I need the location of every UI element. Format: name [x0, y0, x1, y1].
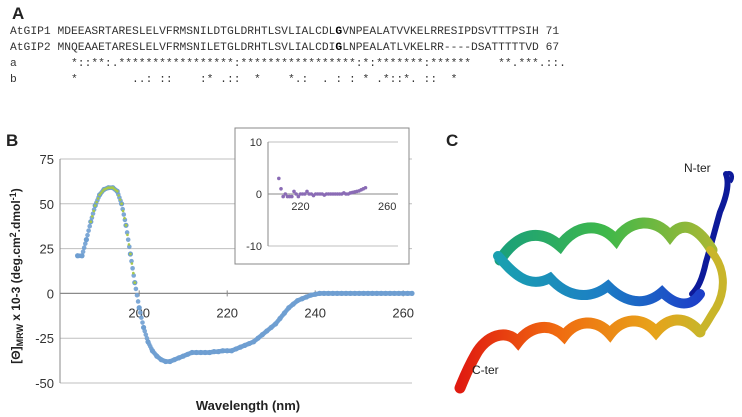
inset-point: [279, 187, 283, 191]
inset-x-tick-label: 220: [291, 201, 309, 213]
main-y-tick-labels: 75 50 25 0 -25 -50: [35, 152, 54, 391]
measured-point: [81, 245, 87, 251]
measured-point: [139, 315, 144, 320]
fit-point: [126, 233, 129, 237]
fit-point: [133, 281, 137, 285]
inset-point: [292, 189, 296, 194]
inset-x-tick-label: 260: [378, 201, 396, 213]
inset-y-tick-label: 10: [250, 137, 262, 149]
measured-point: [83, 241, 88, 246]
measured-point: [409, 290, 415, 296]
y-axis-label: [Θ]MRW x 10-3 (deg.cm2.dmol-1): [8, 188, 25, 363]
measured-point: [90, 211, 96, 216]
measured-point: [127, 244, 132, 250]
inset-x-tick-labels: 220 260: [291, 201, 396, 213]
measured-point: [79, 253, 85, 259]
fit-point: [101, 189, 104, 193]
main-y-tick-label: -25: [35, 331, 54, 346]
main-x-tick-label: 260: [392, 305, 414, 320]
fit-point: [124, 223, 128, 227]
inset-point: [283, 192, 288, 196]
fit-point: [89, 220, 93, 224]
measured-point: [131, 273, 136, 278]
inset-frame: [234, 127, 410, 265]
measured-point: [133, 286, 139, 292]
fit-point: [92, 209, 96, 213]
fit-point: [118, 198, 122, 201]
helix-bottom: [454, 314, 706, 394]
main-x-tick-labels: 200220240260: [128, 305, 414, 320]
main-y-tick-label: 50: [40, 197, 54, 212]
measured-point: [134, 292, 140, 298]
measured-point: [124, 230, 130, 235]
main-y-tick-label: -50: [35, 376, 54, 391]
helix-middle: [493, 251, 705, 309]
measured-point: [86, 228, 91, 233]
measured-point: [85, 232, 90, 238]
n-terminal-tail: [689, 171, 735, 297]
fit-point: [95, 200, 98, 204]
inset-point: [305, 189, 309, 194]
measured-point: [142, 328, 147, 334]
c-terminus-label: C-ter: [472, 363, 499, 377]
measured-point: [130, 266, 135, 271]
main-y-tick-label: 25: [40, 242, 54, 257]
main-x-tick-label: 240: [304, 305, 326, 320]
inset-point: [363, 185, 368, 190]
fit-point: [129, 252, 132, 256]
fit-point: [132, 271, 135, 275]
fit-point: [130, 262, 134, 265]
measured-point: [136, 305, 142, 311]
measured-point: [125, 237, 131, 242]
measured-point: [129, 258, 134, 264]
inset-data-points: [277, 176, 368, 199]
inset-y-tick-label: 0: [256, 189, 262, 201]
main-y-tick-label: 75: [40, 152, 54, 167]
inset-y-tick-label: -10: [246, 241, 262, 253]
fit-data-points: [89, 186, 137, 285]
fit-point: [90, 215, 94, 218]
loop-right: [696, 246, 727, 336]
inset-point: [303, 192, 307, 196]
alignment-row-b: b * ..: :: :* .:: * *.: . : : * .*::*. :…: [10, 74, 458, 86]
inset-point: [277, 176, 281, 181]
fit-point: [93, 204, 97, 207]
panel-label-a: A: [12, 4, 25, 23]
main-y-tick-label: 0: [47, 286, 54, 301]
measured-point: [80, 249, 86, 255]
measured-point: [87, 223, 92, 229]
fit-point: [117, 194, 120, 197]
inset-point: [296, 194, 301, 199]
fit-point: [98, 193, 101, 197]
fit-point: [115, 189, 119, 193]
measured-point: [138, 310, 143, 315]
fit-point: [120, 202, 123, 206]
measured-point: [140, 320, 145, 325]
inset-point: [281, 194, 285, 199]
main-x-tick-label: 220: [216, 305, 238, 320]
x-axis-label: Wavelength (nm): [196, 398, 300, 413]
inset-point: [294, 192, 298, 196]
fit-point: [127, 243, 131, 246]
fit-point: [121, 209, 125, 213]
measured-point: [135, 299, 141, 304]
helix-top: [494, 217, 718, 266]
fit-point: [99, 191, 103, 195]
n-terminus-label: N-ter: [684, 161, 711, 175]
fit-point: [123, 216, 126, 220]
measured-point: [83, 237, 89, 243]
alignment-row-atgip2: AtGIP2 MNQEAAETARESLELVFRMSNILETGLDRHTLS…: [10, 42, 560, 54]
panel-label-b: B: [6, 131, 19, 150]
measured-point: [143, 332, 149, 337]
fit-point: [96, 197, 100, 200]
panel-label-c: C: [446, 131, 459, 150]
inset-point: [290, 194, 294, 199]
alignment-row-atgip1: AtGIP1 MDEEASRTARESLELVFRMSNILDTGLDRHTLS…: [10, 26, 560, 38]
measured-point: [121, 212, 127, 217]
alignment-row-a: a *::**:.*****************:*************…: [10, 58, 566, 70]
inset-y-tick-labels: 10 0 -10: [246, 137, 262, 253]
protein-structure: N-ter C-ter: [454, 161, 735, 394]
